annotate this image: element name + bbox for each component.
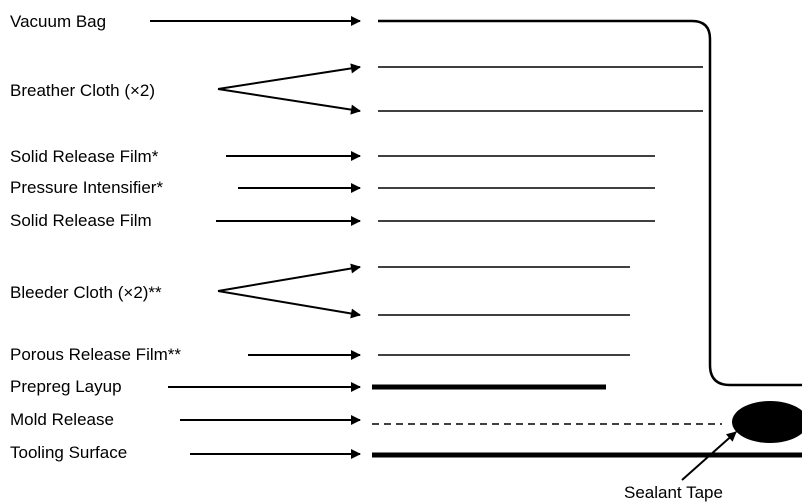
label-bleeder-cloth: Bleeder Cloth (×2)** [10,283,162,302]
label-mold-release: Mold Release [10,410,114,429]
sealant-tape-pointer-arrow [681,431,737,481]
arrow-breather-cloth-upper [217,63,361,90]
arrow-breather-cloth-lower [217,88,361,115]
label-tooling-surface: Tooling Surface [10,443,127,462]
arrow-bleeder-cloth-lower [217,290,361,319]
label-porous-release-film: Porous Release Film** [10,345,181,364]
label-vacuum-bag: Vacuum Bag [10,12,106,31]
label-solid-release-film: Solid Release Film [10,211,152,230]
label-prepreg-layup: Prepreg Layup [10,377,122,396]
label-pressure-intensifier: Pressure Intensifier* [10,178,163,197]
arrow-bleeder-cloth-upper [217,263,361,292]
vacuum-bag-line [378,19,802,387]
label-solid-release-film-star: Solid Release Film* [10,147,159,166]
label-sealant-tape: Sealant Tape [624,483,723,502]
label-breather-cloth: Breather Cloth (×2) [10,81,155,100]
sealant-tape-shape [732,401,802,443]
